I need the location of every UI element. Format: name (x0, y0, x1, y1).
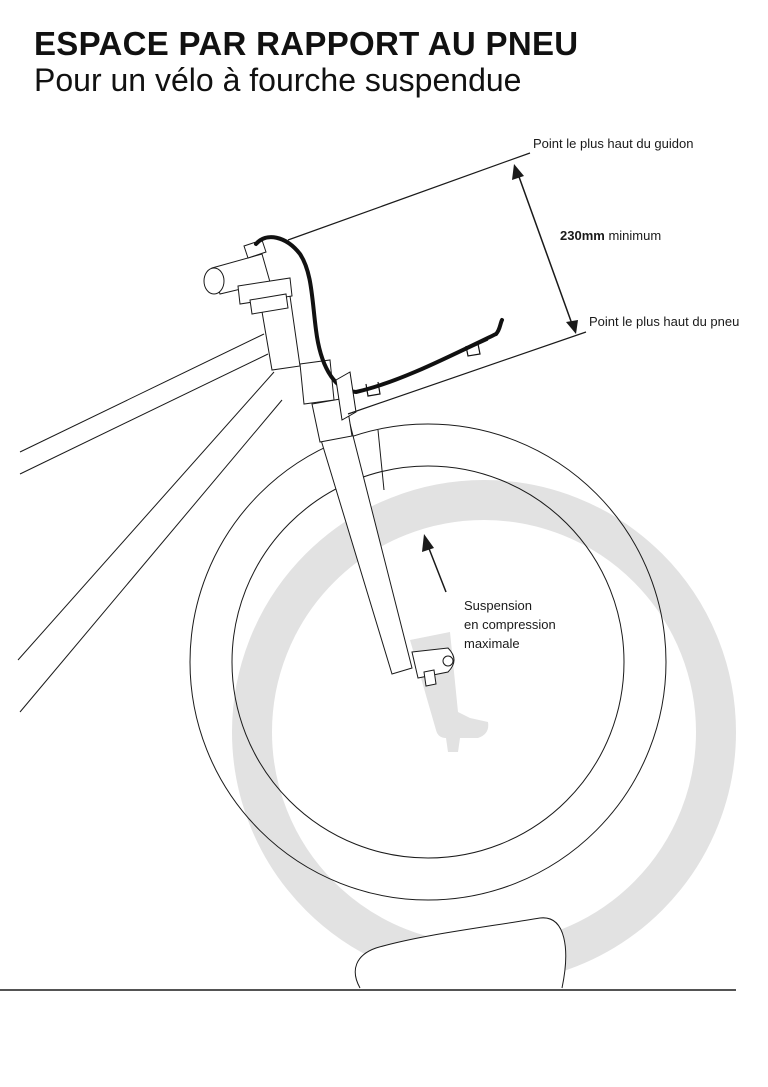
tire-contact-bulge (354, 917, 567, 989)
arrow-up-icon (422, 534, 447, 593)
front-rack (254, 235, 504, 421)
front-wheel (189, 423, 667, 901)
clearance-label: 230mm minimum (560, 226, 661, 245)
suspension-label-line3: maximale (464, 636, 520, 651)
clearance-qualifier: minimum (608, 228, 662, 243)
suspension-label-line2: en compression (464, 617, 556, 632)
suspension-label: Suspension en compression maximale (464, 596, 556, 653)
double-headed-arrow-icon (512, 164, 578, 334)
tire-top-line (347, 331, 587, 415)
clearance-value: 230mm (560, 228, 605, 243)
compressed-wheel-ghost (232, 480, 736, 984)
suspension-fork (259, 295, 455, 687)
suspension-label-line1: Suspension (464, 598, 532, 613)
page-subtitle: Pour un vélo à fourche suspendue (34, 62, 522, 98)
tire-top-label: Point le plus haut du pneu (589, 314, 740, 329)
handlebar (203, 239, 293, 315)
handlebar-top-line (287, 152, 531, 241)
handlebar-top-label: Point le plus haut du guidon (533, 136, 694, 151)
reference-lines (287, 152, 587, 415)
bike-frame (17, 333, 283, 713)
page-title: ESPACE PAR RAPPORT AU PNEU (34, 25, 579, 62)
